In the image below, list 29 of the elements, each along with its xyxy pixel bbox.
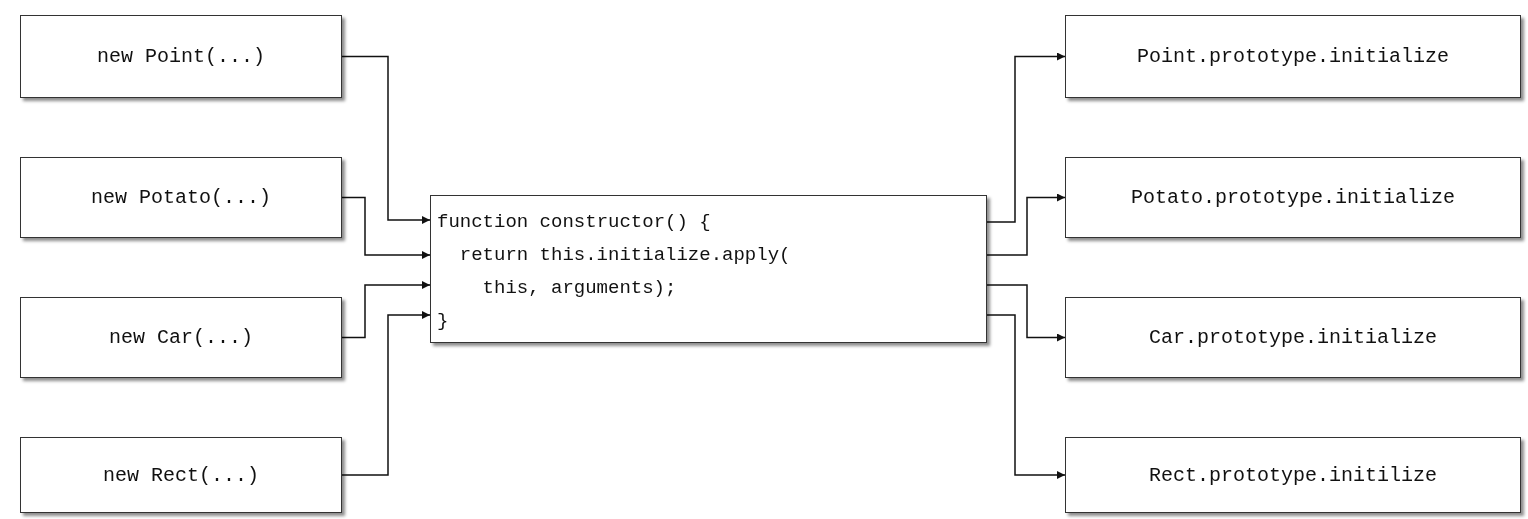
node-label: new Car(...): [109, 326, 253, 349]
arrow: [986, 284, 1066, 342]
arrow: [986, 52, 1066, 223]
node-label: Rect.prototype.initilize: [1148, 463, 1437, 487]
arrow: [341, 311, 431, 476]
code-line: }: [437, 309, 449, 334]
node-label: Potato.prototype.initialize: [1130, 186, 1456, 209]
arrow: [341, 55, 431, 224]
process-box: [1065, 15, 1521, 98]
node-label: new Point(...): [97, 45, 265, 68]
arrow: [986, 193, 1066, 256]
node-label: new Potato(...): [91, 186, 271, 209]
process-box: [20, 437, 342, 513]
node-label: Point.prototype.initialize: [1136, 45, 1450, 68]
arrow: [341, 196, 431, 259]
code-line: this, arguments);: [481, 276, 677, 301]
code-box: [430, 195, 987, 343]
node-label: Car.prototype.initialize: [1148, 326, 1437, 349]
arrow: [986, 314, 1066, 479]
process-box: [1065, 437, 1521, 513]
code-line: function constructor() {: [437, 210, 711, 235]
arrow: [341, 281, 431, 339]
process-box: [20, 15, 342, 98]
process-box: [20, 297, 342, 378]
node-label: new Rect(...): [103, 463, 259, 487]
process-box: [1065, 297, 1521, 378]
process-box: [20, 157, 342, 238]
process-box: [1065, 157, 1521, 238]
code-line: return this.initialize.apply(: [458, 243, 791, 268]
